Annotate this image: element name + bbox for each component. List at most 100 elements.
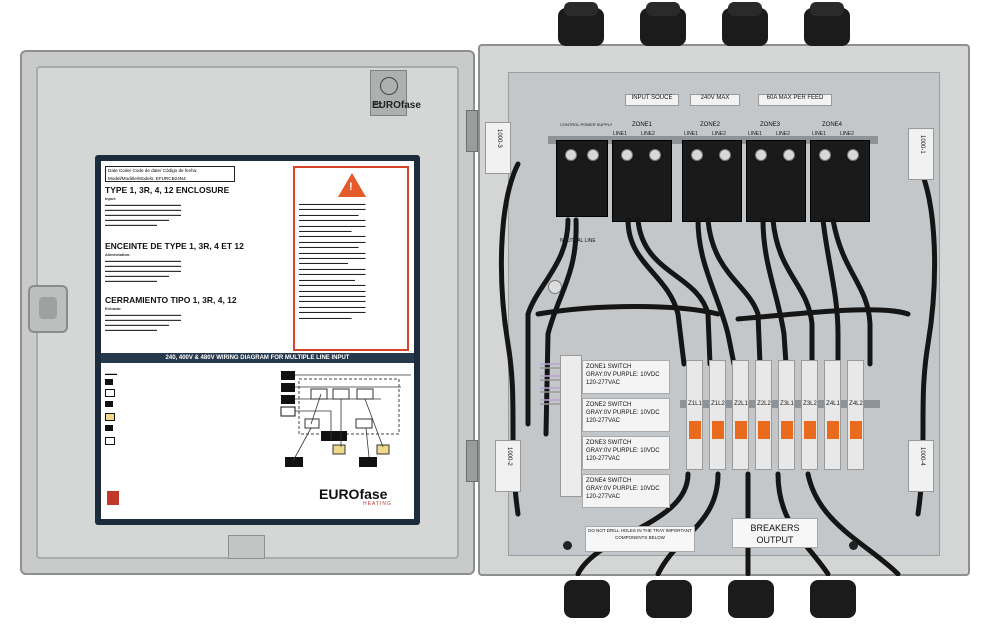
- breaker-toggle[interactable]: [827, 421, 839, 439]
- warning-fine-print: ▬▬▬▬▬▬▬▬▬▬▬▬▬▬▬▬▬▬▬▬▬▬▬▬▬▬▬▬▬▬▬▬▬▬▬▬▬▬▬▬…: [299, 202, 366, 320]
- cable-gland-top-4: [804, 2, 850, 46]
- terminal-block-zone3: [746, 140, 806, 222]
- side-tag-1000-2: 1000-2: [495, 440, 521, 492]
- wire-harness: [498, 161, 938, 576]
- warning-triangle-icon: [338, 173, 366, 197]
- label-spec-lines-es: ▬▬▬▬▬▬▬▬▬▬▬▬▬▬▬▬▬▬▬▬▬▬▬▬▬▬▬▬▬▬▬▬▬▬▬▬▬▬▬▬…: [105, 312, 181, 332]
- cert-seal-icon: [380, 77, 398, 95]
- label-input-english: Input:: [105, 196, 117, 201]
- breaker-z2l2[interactable]: Z2L2: [755, 360, 772, 470]
- breaker-z3l2-label: Z3L2: [803, 401, 817, 407]
- breaker-toggle[interactable]: [850, 421, 862, 439]
- side-tag-1000-4-label: 1000-4: [919, 447, 925, 466]
- diagram-box-5: [355, 418, 373, 429]
- cable-gland-top-2: [640, 2, 686, 46]
- mounting-screw-icon: [563, 541, 572, 550]
- zone3-switch-tag: ZONE3 SWITCH GRAY:0V PURPLE: 10VDC 120-2…: [582, 436, 670, 470]
- zone3-line2-label: LINE2: [776, 131, 790, 137]
- amps-max-tag: 60A MAX PER FEED: [758, 94, 832, 106]
- zone4-line2-label: LINE2: [840, 131, 854, 137]
- breaker-toggle[interactable]: [804, 421, 816, 439]
- breaker-toggle[interactable]: [735, 421, 747, 439]
- breaker-z2l1[interactable]: Z2L1: [732, 360, 749, 470]
- legend-swatch-3: [105, 401, 113, 407]
- cable-gland-bottom-3: [728, 580, 774, 618]
- side-tag-1000-3: 1000-3: [485, 122, 511, 174]
- label-input-french: Alimentation:: [105, 252, 131, 257]
- zone2-line2-label: LINE2: [712, 131, 726, 137]
- zone4-line1-label: LINE1: [812, 131, 826, 137]
- label-brand-sub: HEATING: [363, 501, 392, 507]
- wiring-label-plate: Date Code/ Code de date/ Código de fecha…: [95, 155, 420, 525]
- zone1-label: ZONE1: [632, 122, 653, 128]
- diagram-box-2: [332, 388, 350, 400]
- diagram-l4-bottom-terminal: [359, 457, 377, 467]
- diagram-box-1: [310, 388, 328, 400]
- mounting-screw-icon: [849, 541, 858, 550]
- diagram-enclosure-outline: [298, 378, 400, 435]
- cable-gland-top-3: [722, 2, 768, 46]
- label-sheet: Date Code/ Code de date/ Código de fecha…: [101, 161, 414, 519]
- ce-logo-icon: [107, 491, 119, 505]
- side-tag-1000-4: 1000-4: [908, 440, 934, 492]
- side-tag-1000-3-label: 1000-3: [496, 129, 502, 148]
- diagram-l4-terminal: [281, 371, 295, 380]
- label-spec-lines-en: ▬▬▬▬▬▬▬▬▬▬▬▬▬▬▬▬▬▬▬▬▬▬▬▬▬▬▬▬▬▬▬▬▬▬▬▬▬▬▬▬…: [105, 202, 181, 227]
- diagram-box-4: [304, 418, 320, 429]
- breaker-z3l1-label: Z3L1: [780, 401, 794, 407]
- breaker-z1l2[interactable]: Z1L2: [709, 360, 726, 470]
- label-brand: EUROfase: [319, 486, 388, 502]
- breaker-z3l1[interactable]: Z3L1: [778, 360, 795, 470]
- terminal-block-control: [556, 140, 608, 217]
- breaker-toggle[interactable]: [781, 421, 793, 439]
- wiring-diagram-banner: 240, 400V & 480V WIRING DIAGRAM FOR MULT…: [101, 353, 414, 363]
- diagram-l-bar: [321, 431, 347, 441]
- diagram-yellow-box-2: [376, 444, 390, 455]
- breaker-z4l2[interactable]: Z4L2: [847, 360, 864, 470]
- side-tag-1000-2-label: 1000-2: [506, 447, 512, 466]
- cable-gland-bottom-2: [646, 580, 692, 618]
- label-date-code-box: Date Code/ Code de date/ Código de fecha…: [105, 166, 235, 182]
- breaker-z4l1-label: Z4L1: [826, 401, 840, 407]
- zone4-switch-tag: ZONE4 SWITCH GRAY:0V PURPLE: 10VDC 120-2…: [582, 474, 670, 508]
- diagram-l-terminal-3: [281, 395, 295, 404]
- legend-swatch-4: [105, 413, 115, 421]
- breaker-z1l1-label: Z1L1: [688, 401, 702, 407]
- warning-exclamation-icon: !: [349, 181, 353, 193]
- label-date-code: Date Code/ Code de date/ Código de fecha…: [108, 168, 198, 173]
- breaker-z1l1[interactable]: Z1L1: [686, 360, 703, 470]
- breakers-output-tag: BREAKERS OUTPUT: [732, 518, 818, 548]
- zone4-label: ZONE4: [822, 122, 843, 128]
- zone1-line2-label: LINE2: [641, 131, 655, 137]
- warning-panel: ! ▬▬▬▬▬▬▬▬▬▬▬▬▬▬▬▬▬▬▬▬▬▬▬▬▬▬▬▬▬▬▬▬▬▬▬▬▬▬…: [293, 166, 409, 351]
- door-brand-logo: EUROfase: [372, 100, 421, 111]
- breaker-z4l2-label: Z4L2: [849, 401, 863, 407]
- label-input-spanish: Entrada:: [105, 306, 122, 311]
- certification-badge: ■■■■■■■■■■: [370, 70, 407, 116]
- voltage-max-tag: 240V MAX: [690, 94, 740, 106]
- zone3-line1-label: LINE1: [748, 131, 762, 137]
- ground-stud-icon: [548, 280, 562, 294]
- label-title-french: ENCEINTE DE TYPE 1, 3R, 4 ET 12: [105, 241, 244, 251]
- side-tag-1000-1: 1000-1: [908, 128, 934, 180]
- door-lock-latch[interactable]: [28, 285, 68, 333]
- breaker-toggle[interactable]: [712, 421, 724, 439]
- breaker-z3l2[interactable]: Z3L2: [801, 360, 818, 470]
- diagram-l1-terminal: [285, 457, 303, 467]
- zone1-line1-label: LINE1: [613, 131, 627, 137]
- side-tag-1000-1-label: 1000-1: [919, 135, 925, 154]
- zone3-label: ZONE3: [760, 122, 781, 128]
- terminal-block-zone1: [612, 140, 672, 222]
- breaker-z4l1[interactable]: Z4L1: [824, 360, 841, 470]
- label-spec-lines-fr: ▬▬▬▬▬▬▬▬▬▬▬▬▬▬▬▬▬▬▬▬▬▬▬▬▬▬▬▬▬▬▬▬▬▬▬▬▬▬▬▬…: [105, 258, 181, 283]
- diagram-wires: [292, 374, 411, 462]
- door-hinge-bottom: [466, 440, 478, 482]
- diagram-l-terminal-2: [281, 383, 295, 392]
- label-title-spanish: CERRAMIENTO TIPO 1, 3R, 4, 12: [105, 295, 237, 305]
- breaker-toggle[interactable]: [758, 421, 770, 439]
- input-source-tag: INPUT SOUCE: [625, 94, 679, 106]
- cable-gland-bottom-1: [564, 580, 610, 618]
- breaker-toggle[interactable]: [689, 421, 701, 439]
- legend-swatch-6: [105, 437, 115, 445]
- zone2-switch-tag: ZONE2 SWITCH GRAY:0V PURPLE: 10VDC 120-2…: [582, 398, 670, 432]
